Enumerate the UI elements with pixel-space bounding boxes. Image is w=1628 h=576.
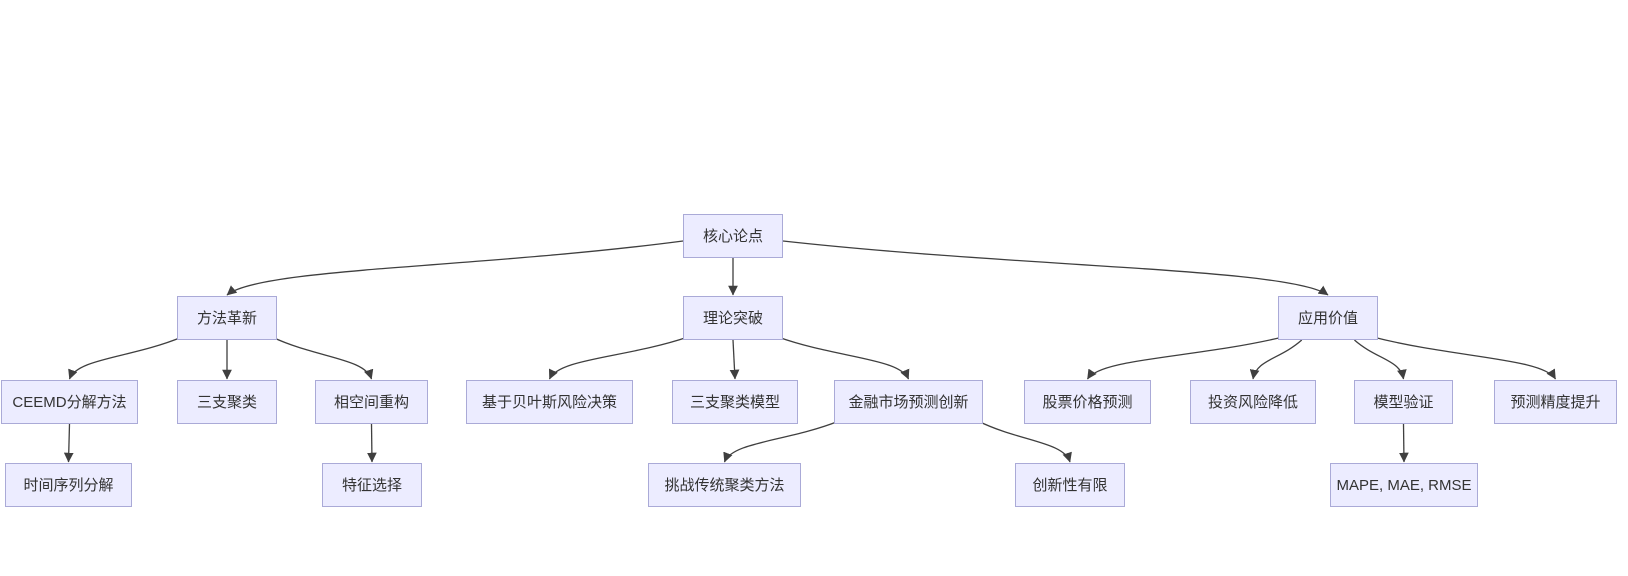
edge-application-value-to-invest-risk-lower [1249, 339, 1303, 380]
node-method-innovation: 方法革新 [177, 296, 277, 340]
edge-core-thesis-to-method-innovation [226, 240, 684, 296]
edge-theory-breakthrough-to-bayes-risk [548, 336, 689, 380]
edge-method-innovation-to-phase-space [271, 336, 374, 380]
node-label-pred-accuracy: 预测精度提升 [1510, 393, 1601, 411]
node-label-challenge-cluster: 挑战传统聚类方法 [664, 476, 785, 494]
node-model-validation: 模型验证 [1354, 380, 1453, 424]
node-label-feature-selection: 特征选择 [341, 476, 402, 494]
node-phase-space: 相空间重构 [315, 380, 428, 424]
node-label-theory-breakthrough: 理论突破 [702, 309, 763, 327]
node-pred-accuracy: 预测精度提升 [1494, 380, 1617, 424]
node-label-ceemd: CEEMD分解方法 [12, 393, 127, 411]
node-fin-market-innov: 金融市场预测创新 [834, 380, 983, 424]
edge-method-innovation-to-ceemd [68, 336, 183, 380]
node-label-invest-risk-lower: 投资风险降低 [1207, 393, 1298, 411]
edge-fin-market-innov-to-challenge-cluster [723, 420, 840, 463]
node-label-core-thesis: 核心论点 [702, 227, 763, 245]
edge-theory-breakthrough-to-fin-market-innov [777, 336, 910, 380]
node-theory-breakthrough: 理论突破 [683, 296, 783, 340]
node-label-method-innovation: 方法革新 [196, 309, 257, 327]
node-label-phase-space: 相空间重构 [333, 393, 409, 411]
node-limited-novelty: 创新性有限 [1015, 463, 1125, 507]
node-ts-decomposition: 时间序列分解 [5, 463, 132, 507]
edge-application-value-to-pred-accuracy [1372, 336, 1557, 380]
node-label-limited-novelty: 创新性有限 [1032, 476, 1108, 494]
node-core-thesis: 核心论点 [683, 214, 783, 258]
edge-application-value-to-model-validation [1353, 339, 1407, 380]
edge-application-value-to-stock-price-pred [1086, 336, 1284, 380]
node-challenge-cluster: 挑战传统聚类方法 [648, 463, 801, 507]
node-application-value: 应用价值 [1278, 296, 1378, 340]
edge-ceemd-to-ts-decomposition [63, 423, 74, 463]
node-stock-price-pred: 股票价格预测 [1024, 380, 1151, 424]
edge-phase-space-to-feature-selection [367, 423, 377, 463]
node-label-three-way-cluster: 三支聚类 [196, 393, 257, 411]
node-invest-risk-lower: 投资风险降低 [1190, 380, 1316, 424]
node-bayes-risk: 基于贝叶斯风险决策 [466, 380, 633, 424]
node-metrics: MAPE, MAE, RMSE [1330, 463, 1478, 507]
node-label-fin-market-innov: 金融市场预测创新 [848, 393, 969, 411]
node-label-stock-price-pred: 股票价格预测 [1042, 393, 1133, 411]
edge-model-validation-to-metrics [1399, 423, 1409, 463]
node-three-way-cluster: 三支聚类 [177, 380, 277, 424]
edge-fin-market-innov-to-limited-novelty [977, 420, 1072, 463]
node-ceemd: CEEMD分解方法 [1, 380, 138, 424]
node-label-application-value: 应用价值 [1297, 309, 1358, 327]
node-three-way-model: 三支聚类模型 [672, 380, 798, 424]
node-label-model-validation: 模型验证 [1373, 393, 1434, 411]
node-label-metrics: MAPE, MAE, RMSE [1336, 476, 1472, 494]
edge-core-thesis-to-application-value [782, 240, 1329, 296]
edge-theory-breakthrough-to-three-way-model [729, 339, 740, 380]
node-label-ts-decomposition: 时间序列分解 [23, 476, 114, 494]
node-feature-selection: 特征选择 [322, 463, 422, 507]
node-label-bayes-risk: 基于贝叶斯风险决策 [481, 393, 617, 411]
node-label-three-way-model: 三支聚类模型 [689, 393, 780, 411]
